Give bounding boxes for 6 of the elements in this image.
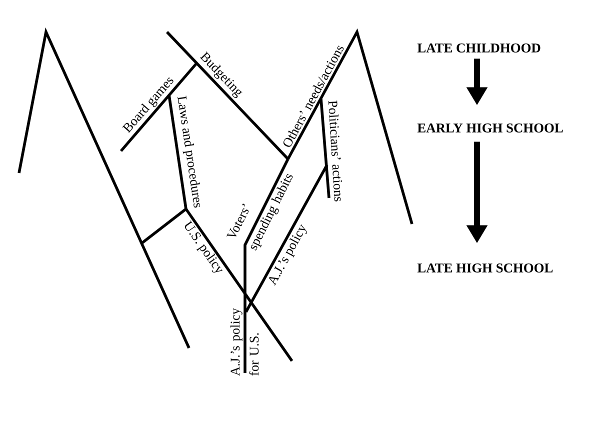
stage-label: EARLY HIGH SCHOOL (417, 124, 563, 132)
stage-label: LATE CHILDHOOD (417, 44, 540, 52)
strand-label: A.J.’s policy for U.S. (230, 308, 259, 376)
strand-label: A.J.’s policy (269, 224, 307, 286)
strand-label: Laws and procedures (178, 96, 200, 208)
stage-label: LATE HIGH SCHOOL (417, 264, 553, 272)
